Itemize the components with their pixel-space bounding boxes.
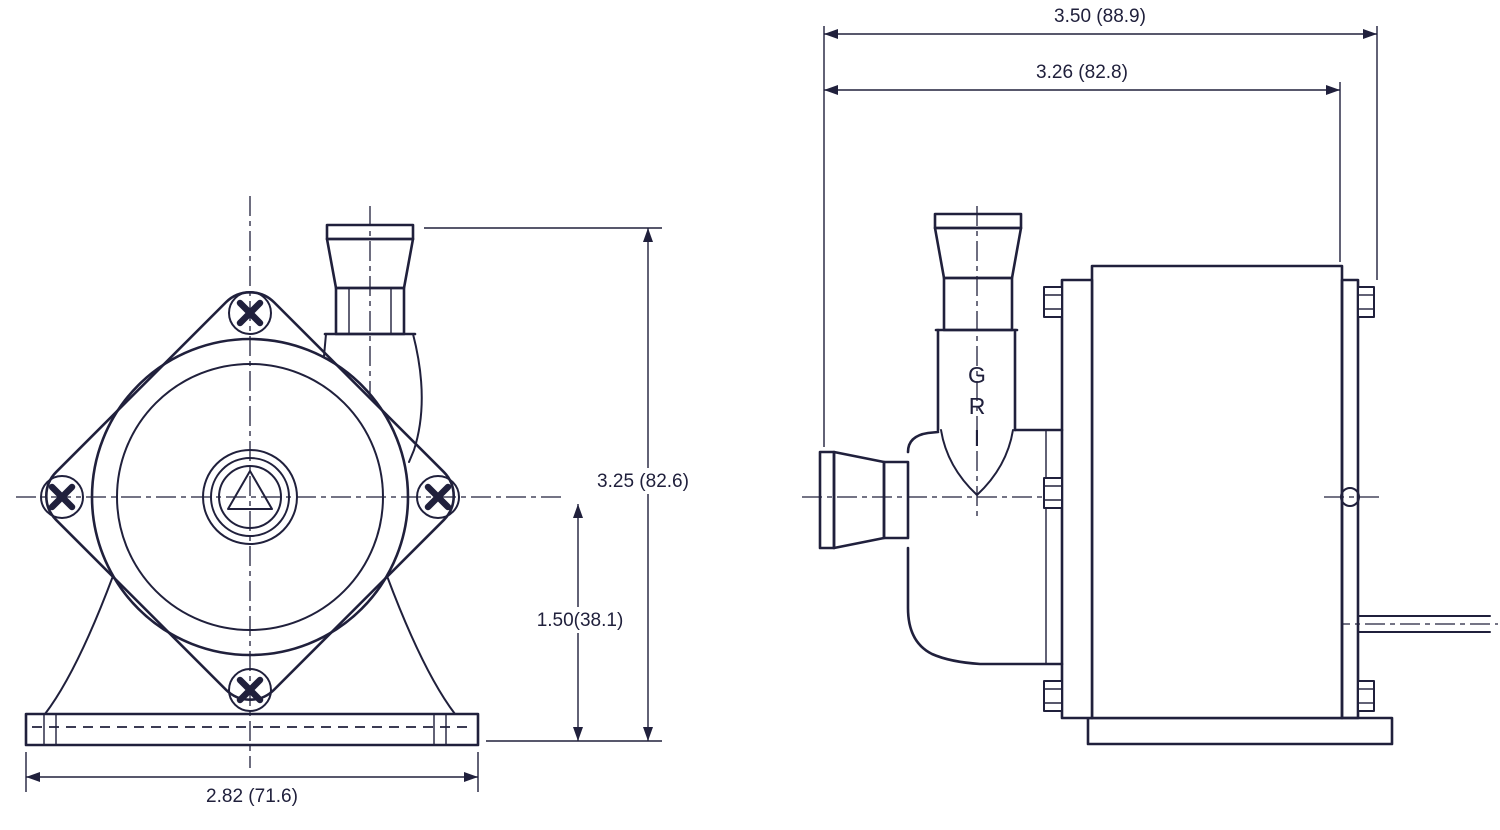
dim-text-mask xyxy=(533,607,626,633)
motor-flanges xyxy=(1060,278,1382,720)
arrow-right-icon xyxy=(464,772,478,782)
front-base-plate xyxy=(24,712,480,747)
dim-width: 2.82 (71.6) xyxy=(25,752,479,807)
front-volute xyxy=(90,337,410,657)
port-barb xyxy=(832,450,886,550)
dim-overall-length: 3.50 (88.9) xyxy=(823,6,1378,447)
base-plate-outline xyxy=(24,712,480,747)
volute-edge-right xyxy=(408,333,423,463)
impeller-mark xyxy=(227,470,273,510)
dim-housing-length: 3.26 (82.8) xyxy=(824,62,1341,262)
foot-curve-right xyxy=(386,575,456,715)
screw-left xyxy=(40,475,84,519)
hex-screw-middle-front xyxy=(1043,477,1063,509)
front-outlet-port xyxy=(323,223,423,463)
dim-height: 3.25 (82.6) xyxy=(424,227,697,742)
flange-screws xyxy=(1043,286,1375,712)
side-base-plate xyxy=(1086,716,1394,746)
head-top-left-corner xyxy=(906,430,940,454)
dim-partial-height: 1.50(38.1) xyxy=(533,504,626,741)
side-inlet-port xyxy=(818,450,910,550)
port-neck xyxy=(942,276,1014,332)
shaft-cable xyxy=(1357,615,1491,633)
arrow-left-icon xyxy=(26,772,40,782)
screw-top xyxy=(228,291,272,335)
port-neck xyxy=(882,460,910,540)
side-outlet-port xyxy=(933,212,1023,332)
rear-flange-plate xyxy=(1340,278,1360,720)
arrow-left-icon xyxy=(824,85,838,95)
brand-letter-r: R xyxy=(969,393,986,419)
dim-width-label: 2.82 (71.6) xyxy=(206,786,298,807)
arrow-right-icon xyxy=(1363,29,1377,39)
pump-head xyxy=(906,328,1064,666)
brand-letter-g: G xyxy=(968,362,986,388)
volute-inner-circle xyxy=(116,363,384,631)
dim-overall-length-label: 3.50 (88.9) xyxy=(1054,6,1146,27)
side-view: G R I xyxy=(802,206,1498,746)
front-impeller-hub xyxy=(202,449,298,545)
hub-ring-middle xyxy=(210,457,290,537)
hex-screw-bottom-front xyxy=(1043,680,1063,712)
motor-housing xyxy=(1090,264,1344,720)
front-dimensions: 3.25 (82.6) 1.50(38.1) 2.82 (71.6) xyxy=(25,227,697,807)
screw-bottom xyxy=(228,668,272,712)
screw-right xyxy=(416,475,460,519)
dim-text-mask xyxy=(589,468,697,494)
head-left-bottom-edge xyxy=(906,546,1064,666)
front-centerlines xyxy=(16,196,562,768)
arrow-left-icon xyxy=(824,29,838,39)
port-side-left xyxy=(323,333,327,357)
front-volute-feet xyxy=(44,575,456,715)
port-barb xyxy=(933,226,1023,280)
arrow-down-icon xyxy=(573,727,583,741)
hex-screw-bottom-rear xyxy=(1357,680,1375,712)
front-view xyxy=(16,196,562,768)
rear-flange-hole xyxy=(1340,487,1360,507)
dim-partial-height-label: 1.50(38.1) xyxy=(537,610,624,631)
front-mount-flange-diamond xyxy=(44,290,456,702)
volute-teardrop xyxy=(940,429,1014,496)
dim-height-label: 3.25 (82.6) xyxy=(597,471,689,492)
hub-ring-inner xyxy=(218,465,282,529)
arrow-up-icon xyxy=(573,504,583,518)
hex-screw-top-rear xyxy=(1357,286,1375,318)
arrow-right-icon xyxy=(1326,85,1340,95)
volute-outer-circle xyxy=(90,337,410,657)
dim-housing-length-label: 3.26 (82.8) xyxy=(1036,62,1128,83)
port-rim xyxy=(818,450,836,550)
hex-screw-top-front xyxy=(1043,286,1063,318)
side-dimensions: 3.50 (88.9) 3.26 (82.8) xyxy=(823,6,1378,447)
front-flange-plate xyxy=(1060,278,1094,720)
brand-marking: G R I xyxy=(968,362,986,451)
arrow-down-icon xyxy=(643,727,653,741)
front-screws xyxy=(40,291,460,712)
brand-letter-i: I xyxy=(974,425,980,451)
port-rim xyxy=(933,212,1023,230)
foot-curve-left xyxy=(44,575,114,715)
hub-ring-outer xyxy=(202,449,298,545)
arrow-up-icon xyxy=(643,228,653,242)
